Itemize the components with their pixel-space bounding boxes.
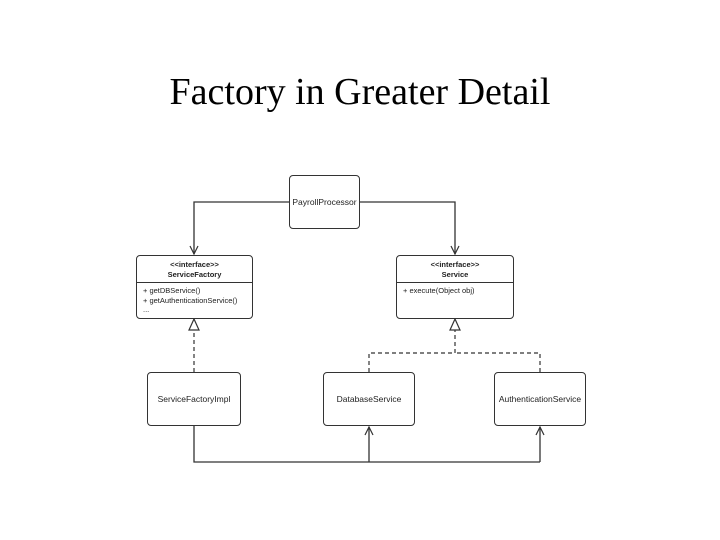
service-factory-stereotype: <<interface>> — [170, 260, 219, 269]
association-payroll-to-service — [360, 201, 455, 254]
association-payroll-to-factory — [194, 201, 289, 254]
realization-dbservice-to-service — [368, 317, 461, 372]
service-factory-header: <<interface>> ServiceFactory — [137, 256, 252, 283]
service-factory-impl-box: ServiceFactoryImpl — [147, 372, 241, 426]
payroll-processor-label: PayrollProcessor — [292, 197, 357, 207]
service-interface-box: <<interface>> Service + execute(Object o… — [396, 255, 514, 319]
authentication-service-label: AuthenticationService — [498, 394, 582, 404]
realization-authservice-to-service — [455, 352, 541, 372]
authentication-service-box: AuthenticationService — [494, 372, 586, 426]
service-factory-impl-label: ServiceFactoryImpl — [157, 394, 231, 404]
method-execute: + execute(Object obj) — [403, 286, 475, 295]
database-service-box: DatabaseService — [323, 372, 415, 426]
method-get-db-service: + getDBService() — [143, 286, 201, 295]
service-factory-interface-box: <<interface>> ServiceFactory + getDBServ… — [136, 255, 253, 319]
method-ellipsis: ... — [143, 305, 150, 314]
service-factory-name: ServiceFactory — [167, 269, 222, 279]
service-methods: + execute(Object obj) — [397, 283, 513, 299]
slide-title: Factory in Greater Detail — [169, 71, 551, 113]
service-stereotype: <<interface>> — [430, 260, 480, 269]
payroll-processor-box: PayrollProcessor — [289, 175, 360, 229]
creation-line-to-services — [193, 426, 540, 463]
method-get-authentication-service: + getAuthenticationService() — [143, 295, 238, 305]
service-name: Service — [441, 269, 469, 279]
service-header: <<interface>> Service — [397, 256, 513, 283]
database-service-label: DatabaseService — [336, 394, 402, 404]
service-factory-methods: + getDBService() + getAuthenticationServ… — [137, 283, 252, 318]
